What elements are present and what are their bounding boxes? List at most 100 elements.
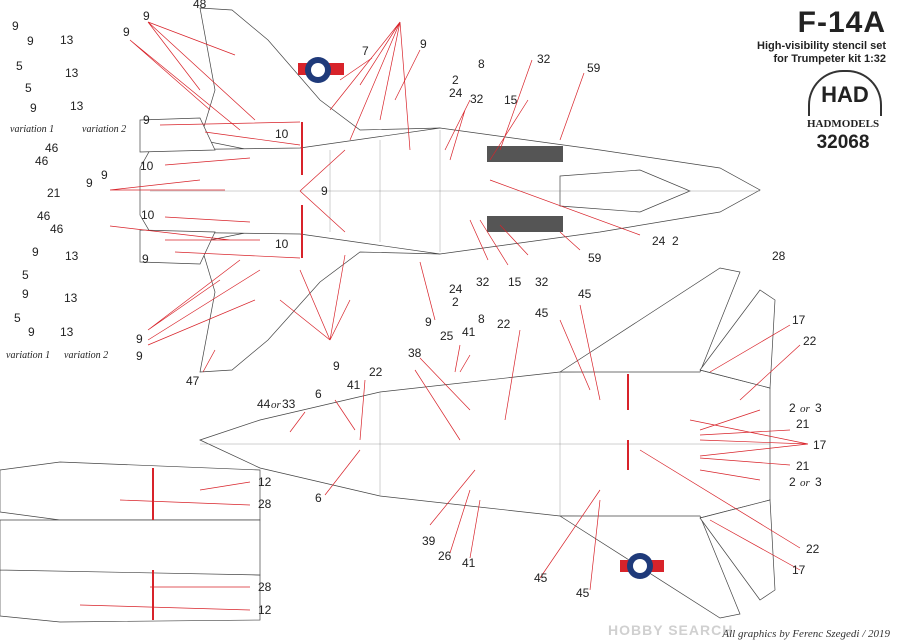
- label-9y: 9: [101, 168, 108, 182]
- label-46c: 46: [37, 209, 51, 223]
- label-38: 38: [408, 346, 422, 360]
- label-13a: 13: [60, 33, 74, 47]
- aircraft-partial-view: [0, 461, 261, 623]
- label-45b: 45: [535, 306, 549, 320]
- label-7: 7: [362, 44, 369, 58]
- label-15b: 15: [508, 275, 522, 289]
- model-title: F-14A: [797, 6, 886, 39]
- variation-2-bottom: variation 2: [64, 350, 109, 361]
- variation-2-top: variation 2: [82, 124, 127, 135]
- label-22c: 22: [369, 365, 383, 379]
- label-41a: 41: [462, 325, 476, 339]
- label-32c: 32: [476, 275, 490, 289]
- label-17b: 17: [813, 438, 827, 452]
- label-6a: 6: [315, 387, 322, 401]
- label-32a: 32: [537, 52, 551, 66]
- label-24c: 24: [449, 282, 463, 296]
- had-logo: HAD: [808, 70, 882, 116]
- label-8b: 8: [478, 312, 485, 326]
- variation-1-bottom: variation 1: [6, 350, 51, 361]
- insignia-upper: [298, 57, 344, 83]
- walkway-upper: [487, 146, 563, 162]
- label-9z: 9: [142, 252, 149, 266]
- variation-1-top: variation 1: [10, 124, 55, 135]
- insignia-lower: [620, 553, 664, 579]
- underside-upper-wing: [558, 267, 741, 373]
- label-9top: 9: [143, 9, 150, 23]
- label-13c: 13: [70, 99, 84, 113]
- label-48: 48: [193, 0, 207, 11]
- label-25: 25: [440, 329, 454, 343]
- label-24b: 24: [652, 234, 666, 248]
- label-10c: 10: [141, 208, 155, 222]
- label-17c: 17: [792, 563, 806, 577]
- label-13e: 13: [60, 325, 74, 339]
- lower-right-wing: [199, 229, 441, 373]
- label-45a: 45: [578, 287, 592, 301]
- aircraft-bottom-view: [199, 267, 776, 619]
- label-or3: or: [800, 477, 811, 489]
- partial-center: [0, 519, 261, 576]
- label-2-3b-2: 2: [789, 475, 796, 489]
- label-24a: 24: [449, 86, 463, 100]
- label-9e: 9: [22, 287, 29, 301]
- label-9d: 9: [32, 245, 39, 259]
- label-2a: 2: [452, 73, 459, 87]
- label-or2: or: [800, 403, 811, 415]
- credit-year: 2019: [868, 628, 890, 640]
- label-5a: 5: [16, 59, 23, 73]
- underside-stab-upper: [699, 289, 776, 389]
- label-or1: or: [271, 399, 282, 411]
- credit-line: All graphics by Ferenc Szegedi / 2019: [722, 628, 890, 640]
- label-6b: 6: [315, 491, 322, 505]
- partial-upper-nacelle: [0, 461, 261, 521]
- label-28b: 28: [258, 497, 272, 511]
- label-46b: 46: [35, 154, 49, 168]
- label-9top2: 9: [123, 25, 130, 39]
- label-22a: 22: [497, 317, 511, 331]
- partial-lower-nacelle: [0, 567, 261, 623]
- title-block: F-14A High-visibility stencil set for Tr…: [757, 6, 886, 66]
- label-15a: 15: [504, 93, 518, 107]
- label-10a: 10: [275, 127, 289, 141]
- label-28a: 28: [772, 249, 786, 263]
- label-45d: 45: [576, 586, 590, 600]
- label-33: 33: [282, 397, 296, 411]
- label-21: 21: [47, 186, 61, 200]
- label-22d: 22: [806, 542, 820, 556]
- label-2b: 2: [672, 234, 679, 248]
- label-9c: 9: [30, 101, 37, 115]
- label-9top3: 9: [143, 113, 150, 127]
- label-9x: 9: [86, 176, 93, 190]
- label-2-3a-2: 2: [789, 401, 796, 415]
- credit-separator: /: [862, 628, 866, 640]
- walkway-lower: [487, 216, 563, 232]
- label-13d: 13: [64, 291, 78, 305]
- label-28c: 28: [258, 580, 272, 594]
- label-45c: 45: [534, 571, 548, 585]
- stabilator-lower: [139, 229, 216, 265]
- label-13f: 13: [65, 249, 79, 263]
- label-39: 39: [422, 534, 436, 548]
- label-59a: 59: [587, 61, 601, 75]
- label-9a: 9: [12, 19, 19, 33]
- label-32d: 32: [535, 275, 549, 289]
- callout-lines: [79, 21, 809, 611]
- label-10b: 10: [140, 159, 154, 173]
- label-21b: 21: [796, 417, 810, 431]
- label-26: 26: [438, 549, 452, 563]
- label-46a: 46: [45, 141, 59, 155]
- label-9f: 9: [28, 325, 35, 339]
- label-9b: 9: [27, 34, 34, 48]
- label-47: 47: [186, 374, 200, 388]
- label-5d: 5: [22, 268, 29, 282]
- label-22b: 22: [803, 334, 817, 348]
- watermark: HOBBY SEARCH: [608, 622, 734, 638]
- label-9bot3: 9: [136, 349, 143, 363]
- label-10d: 10: [275, 237, 289, 251]
- label-12b: 12: [258, 603, 272, 617]
- label-8: 8: [478, 57, 485, 71]
- label-5b: 5: [25, 81, 32, 95]
- callout-numbers: 9 13 5 13 5 9 13 9 48 9 9 9 7 9 8 2 32 5…: [12, 0, 827, 617]
